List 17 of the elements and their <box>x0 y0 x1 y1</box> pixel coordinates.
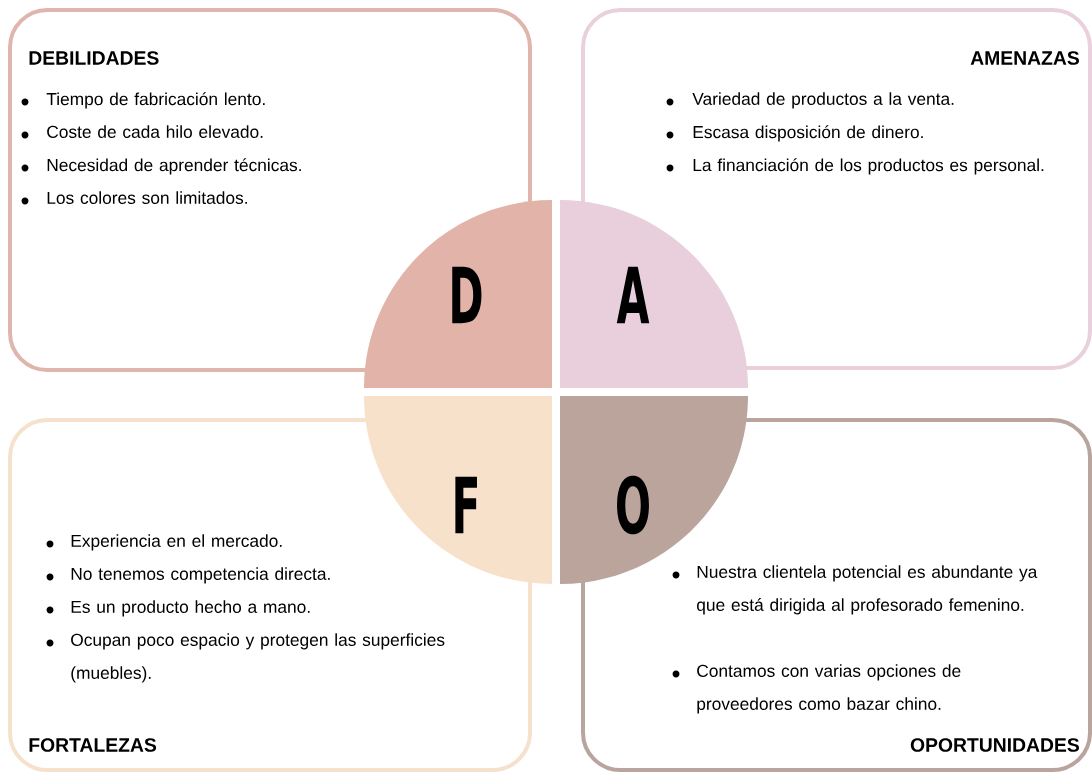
section-heading: AMENAZAS <box>970 51 1079 65</box>
bullet-text: Tiempo de fabricación lento. <box>46 92 265 109</box>
bullet-text: Variedad de productos a la venta. <box>692 92 954 109</box>
bullet-text: Es un producto hecho a mano. <box>71 600 310 617</box>
bullet-text: La financiación de los productos es personal. <box>693 158 1044 175</box>
section-heading: FORTALEZAS <box>29 738 157 752</box>
bullet-text: No tenemos competencia directa. <box>71 567 330 584</box>
bullet-text: Experiencia en el mercado. <box>71 534 282 551</box>
bullet-text: Necesidad de aprender técnicas. <box>47 158 301 175</box>
bullet-text: Ocupan poco espacio y protegen las superficies (muebles). <box>71 633 445 683</box>
section-heading: DEBILIDADES <box>29 51 159 65</box>
bullet-text: Nuestra clientela potencial es abundante ya que está dirigida al profesorado femenino. <box>697 565 1038 615</box>
section-heading: OPORTUNIDADES <box>910 738 1079 752</box>
bullet-text: Los colores son limitados. <box>47 191 247 204</box>
bullet-text: Coste de cada hilo elevado. <box>47 125 263 138</box>
bullet-text: Contamos con varias opciones de proveedores como bazar chino. <box>697 664 961 714</box>
bullet-text: Escasa disposición de dinero. <box>693 125 923 142</box>
